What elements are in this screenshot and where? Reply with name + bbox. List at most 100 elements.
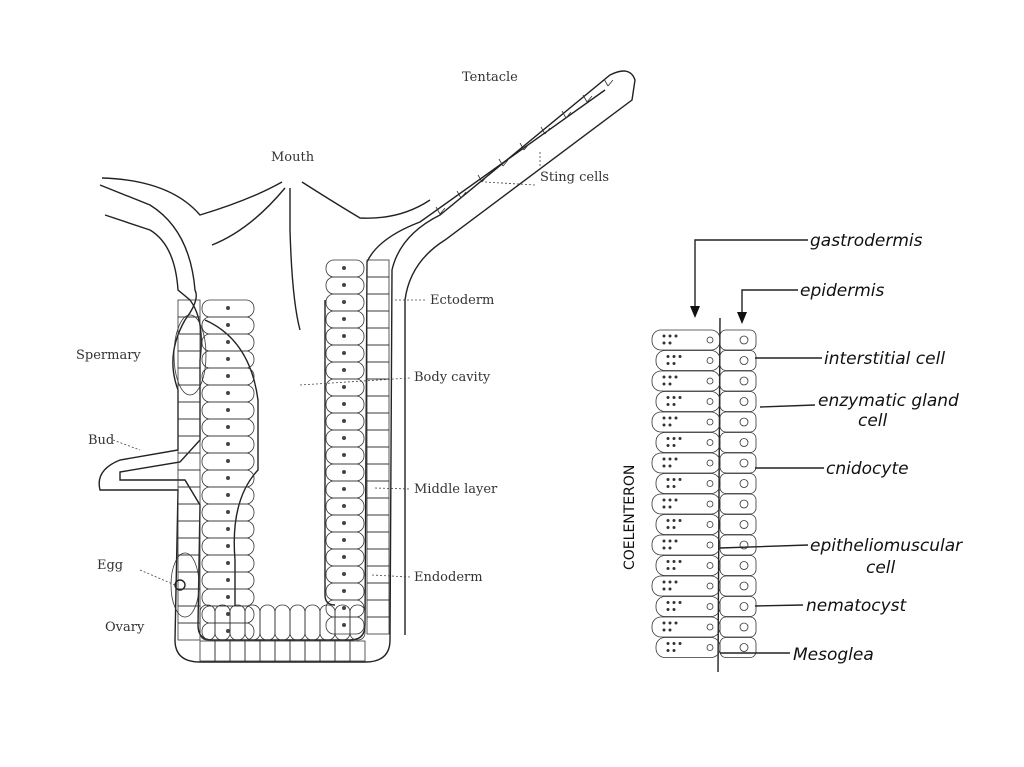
cell-nucleus — [226, 527, 230, 531]
cell-nucleus — [342, 300, 346, 304]
cell-nucleus — [706, 582, 714, 590]
cell-nucleus — [739, 622, 749, 632]
epidermis-cell — [719, 411, 757, 433]
granule — [668, 580, 672, 584]
cell-nucleus — [739, 417, 749, 427]
cell-nucleus — [226, 408, 230, 412]
endoderm-cell — [201, 622, 255, 641]
cell-nucleus — [226, 340, 230, 344]
label-nematocyst: nematocyst — [806, 596, 908, 616]
cell-nucleus — [739, 479, 749, 488]
cell-nucleus — [706, 377, 714, 385]
epidermis-cell — [719, 452, 757, 474]
sting-cell — [582, 94, 593, 103]
gastrodermis-cell — [651, 493, 721, 515]
epidermis-cell — [719, 637, 757, 658]
ectoderm-cell — [366, 531, 390, 550]
sting-cells — [435, 78, 614, 215]
ectoderm-cell — [289, 640, 306, 662]
granule — [678, 642, 682, 645]
cell-nucleus — [706, 357, 714, 364]
cell-nucleus — [342, 470, 346, 474]
granule — [668, 505, 672, 509]
granule — [668, 628, 672, 632]
cell-nucleus — [342, 487, 346, 491]
granule — [668, 539, 672, 543]
granule — [668, 498, 672, 502]
label-spermary: Spermary — [76, 348, 141, 363]
granule — [672, 437, 676, 440]
ectoderm-cell — [366, 446, 390, 465]
cell-nucleus — [706, 562, 714, 569]
ectoderm-cell — [177, 401, 201, 420]
cell-nucleus — [739, 499, 749, 509]
hydra-inner-wall — [104, 89, 606, 641]
granule — [666, 560, 670, 563]
ectoderm-cell — [177, 537, 201, 556]
cell-nucleus — [226, 442, 230, 446]
ectoderm-cell — [366, 361, 390, 380]
granule — [662, 382, 666, 386]
granule — [668, 423, 672, 427]
cell-nucleus — [342, 572, 346, 576]
label-mesoglea: Mesoglea — [793, 645, 874, 665]
epidermis-cell — [719, 493, 757, 515]
granule — [662, 580, 666, 584]
endoderm-cell — [334, 604, 351, 641]
ectoderm-cell — [214, 640, 231, 662]
cell-nucleus — [706, 500, 714, 508]
cell-nucleus — [342, 317, 346, 321]
granule — [674, 539, 678, 543]
cell-nucleus — [342, 368, 346, 372]
endoderm-cell — [319, 604, 336, 641]
granule — [672, 362, 676, 365]
granule — [674, 580, 678, 584]
endoderm-cell — [229, 604, 246, 641]
granule — [668, 457, 672, 461]
ectoderm-cell — [366, 548, 390, 567]
granule — [672, 519, 676, 522]
granule — [666, 567, 670, 570]
label-epitheliomuscular-cell: cell — [866, 558, 896, 578]
cell-nucleus — [739, 643, 749, 652]
epidermis-cell — [719, 350, 757, 371]
ectoderm-cell — [229, 640, 246, 662]
granule — [674, 416, 678, 420]
cell-nucleus — [706, 439, 714, 446]
granule — [674, 498, 678, 502]
granule — [668, 416, 672, 420]
cell-nucleus — [226, 306, 230, 310]
label-tentacle: Tentacle — [462, 70, 518, 85]
granule — [678, 601, 682, 604]
granule — [668, 382, 672, 386]
granule — [672, 560, 676, 563]
granule — [668, 464, 672, 468]
body-wall-cells — [651, 329, 757, 658]
epidermis-arrow — [741, 289, 798, 318]
cell-nucleus — [739, 376, 749, 386]
cell-nucleus — [342, 538, 346, 542]
epidermis-cell — [719, 391, 757, 412]
endoderm-cell — [349, 604, 366, 641]
granule — [672, 649, 676, 652]
label-egg: Egg — [97, 558, 123, 573]
granule — [678, 437, 682, 440]
label-bud: Bud — [88, 433, 114, 448]
cell-nucleus — [342, 385, 346, 389]
cell-nucleus — [739, 458, 749, 468]
granule — [672, 608, 676, 611]
granule — [662, 505, 666, 509]
granule — [674, 375, 678, 379]
cell-nucleus — [342, 521, 346, 525]
ectoderm-cell — [177, 605, 201, 624]
hydra-mouth-lips — [101, 177, 431, 219]
hydra-cavity-left — [211, 187, 301, 331]
label-enzymatic-gland: enzymatic gland — [818, 391, 959, 411]
pointer-lines — [719, 357, 824, 654]
gastrodermis-cell — [655, 350, 721, 371]
granule — [666, 485, 670, 488]
ectoderm-cell — [177, 469, 201, 488]
cell-nucleus — [706, 336, 714, 344]
cell-nucleus — [342, 606, 346, 610]
